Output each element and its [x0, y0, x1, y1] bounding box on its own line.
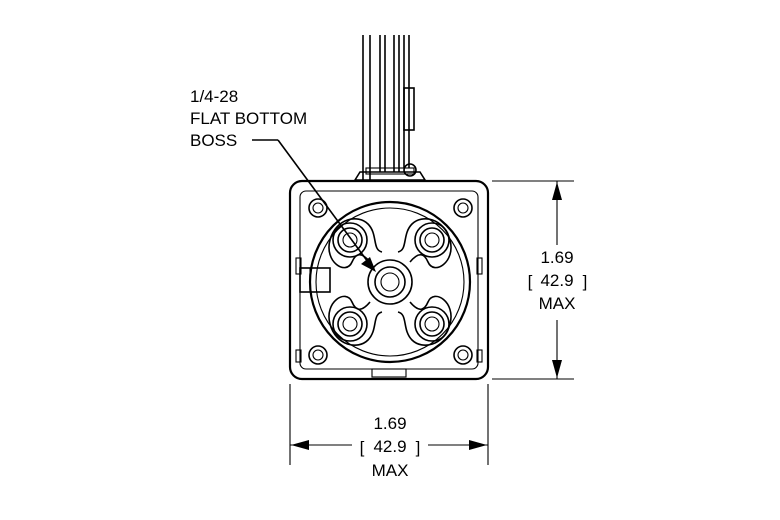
- boss-bottom-right: [414, 306, 450, 342]
- height-dimension: 1.69 [ 42.9 ] MAX: [492, 180, 588, 380]
- height-qualifier: MAX: [539, 294, 576, 313]
- width-dimension: 1.69 [ 42.9 ] MAX: [289, 384, 489, 480]
- height-value-mm: 42.9: [540, 271, 573, 290]
- callout-line-1: 1/4-28: [190, 87, 238, 106]
- dimension-arrowhead: [469, 440, 487, 450]
- leader-line: [277, 139, 369, 263]
- callout-line-3: BOSS: [190, 131, 237, 150]
- center-port: [367, 259, 413, 305]
- lead-wires: [353, 35, 427, 181]
- dimension-arrowhead: [552, 360, 562, 378]
- housing-inner: [299, 190, 479, 370]
- callout-line-2: FLAT BOTTOM: [190, 109, 307, 128]
- side-notch: [299, 267, 331, 293]
- width-qualifier: MAX: [372, 461, 409, 480]
- width-value-mm: 42.9: [373, 437, 406, 456]
- body-outer-circle: [308, 200, 472, 364]
- height-value-inch: 1.69: [540, 248, 573, 267]
- mounting-hole: [308, 198, 328, 218]
- leader-arrowhead: [361, 257, 376, 272]
- dimension-arrowhead: [291, 440, 309, 450]
- width-value-inch: 1.69: [373, 414, 406, 433]
- housing: [288, 179, 490, 381]
- ring-terminal: [403, 163, 417, 177]
- boss-top-left: [332, 222, 368, 258]
- boss-top-right: [414, 222, 450, 258]
- manifold-outline: [328, 218, 452, 346]
- bracket-open: [: [528, 272, 533, 291]
- dimension-arrowhead: [552, 182, 562, 200]
- mounting-hole: [308, 345, 328, 365]
- mounting-hole: [453, 198, 473, 218]
- mounting-holes: [308, 198, 473, 365]
- housing-outline: [288, 179, 490, 381]
- boss-callout: 1/4-28 FLAT BOTTOM BOSS: [190, 87, 376, 272]
- bracket-open: [: [360, 438, 365, 457]
- mounting-hole: [453, 345, 473, 365]
- boss-bottom-left: [332, 306, 368, 342]
- bracket-close: ]: [416, 438, 421, 457]
- valve-body: [308, 200, 472, 364]
- bracket-close: ]: [583, 272, 588, 291]
- sleeve: [403, 87, 415, 131]
